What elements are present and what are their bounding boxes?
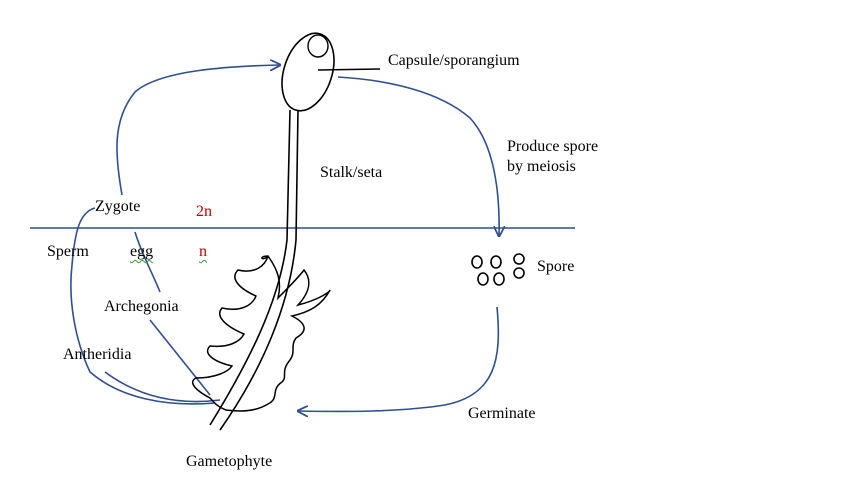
spore-dot (513, 253, 525, 265)
link-egg-to-archegonia (134, 231, 161, 293)
stalk-shape (209, 109, 299, 431)
gametophyte-label: Gametophyte (186, 453, 273, 470)
germinate-label: Germinate (468, 405, 536, 422)
zygote-label: Zygote (95, 198, 141, 215)
spore-dot (471, 255, 483, 269)
capsule-pointer-line (317, 68, 381, 71)
produce-spore-label: Produce spore by meiosis (507, 138, 599, 175)
stalk-label: Stalk/seta (320, 164, 383, 181)
link-zygote-to-antheridia (70, 207, 216, 405)
arrow-spore-to-gametophyte (298, 306, 500, 411)
archegonia-label: Archegonia (104, 298, 179, 315)
capsule-shape (281, 32, 335, 112)
egg-label: egg (130, 243, 154, 260)
spore-label: Spore (537, 258, 575, 275)
arrow-zygote-to-capsule (116, 65, 280, 196)
haploid-label: n (199, 243, 207, 260)
spore-dot (493, 272, 505, 286)
link-archegonia-to-gametophyte (149, 319, 211, 396)
link-antheridia-to-gametophyte (104, 371, 221, 403)
arrow-capsule-to-spore (337, 76, 499, 236)
spore-dot (490, 255, 502, 269)
capsule-label: Capsule/sporangium (388, 52, 520, 69)
antheridia-label: Antheridia (63, 346, 132, 363)
spore-cluster (471, 253, 525, 286)
spore-dot (513, 267, 525, 279)
sperm-label: Sperm (47, 243, 89, 260)
spore-dot (477, 272, 489, 286)
gametophyte-leafy-shoot (191, 255, 331, 412)
diploid-label: 2n (196, 203, 212, 220)
